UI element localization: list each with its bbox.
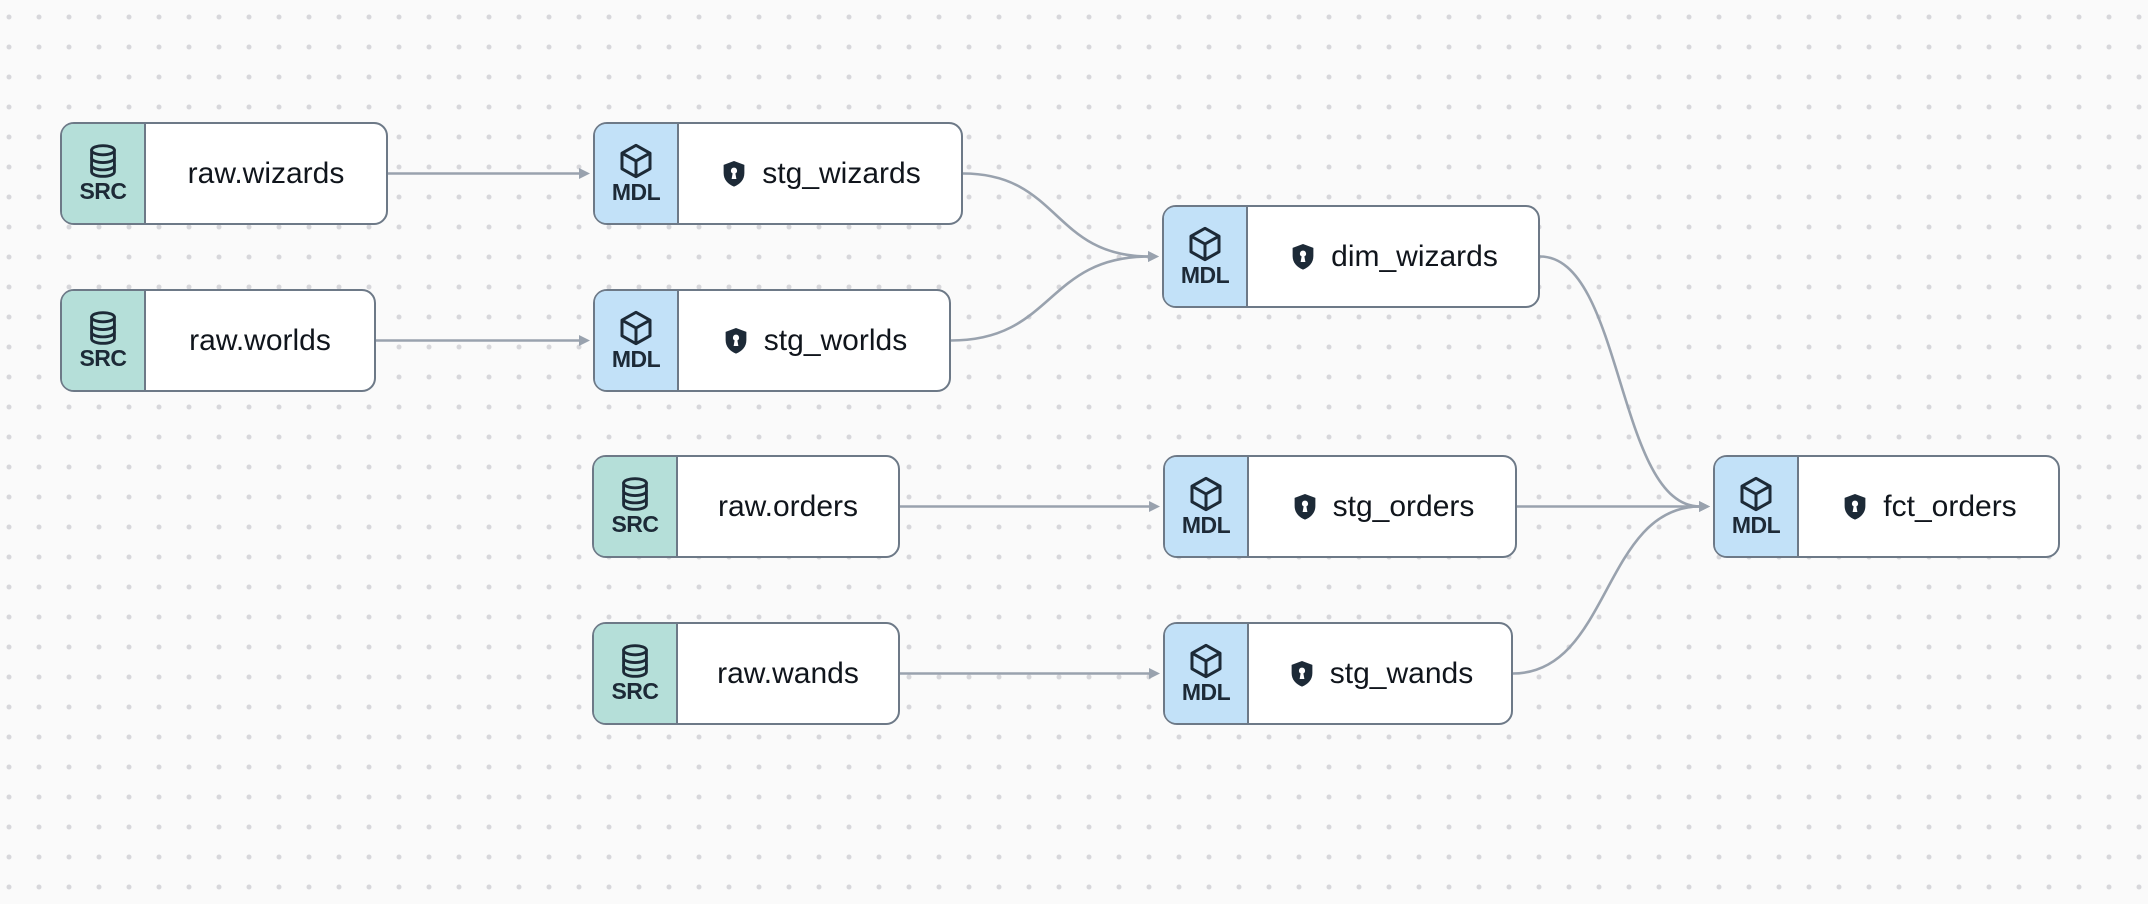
edge-arrowhead	[1699, 501, 1710, 512]
node-badge: MDL	[1165, 457, 1249, 556]
edge-stg-wizards-to-dim-wizards	[962, 172, 1150, 258]
node-body: raw.worlds	[146, 291, 374, 390]
node-badge: SRC	[594, 624, 678, 723]
node-badge: MDL	[1164, 207, 1248, 306]
node-body: stg_orders	[1249, 457, 1515, 556]
cube-icon	[616, 141, 656, 181]
shield-lock-icon	[1288, 241, 1318, 273]
edge-dim-wizards-to-fct-orders	[1539, 255, 1701, 508]
node-title: fct_orders	[1883, 489, 2017, 523]
node-title: stg_orders	[1332, 489, 1475, 523]
database-icon	[616, 475, 654, 513]
node-badge: MDL	[595, 291, 679, 390]
node-badge-label: MDL	[1181, 679, 1231, 705]
database-icon	[84, 142, 122, 180]
node-title: raw.wizards	[187, 156, 345, 190]
node-badge-label: MDL	[1181, 512, 1231, 538]
node-badge-label: SRC	[79, 178, 127, 204]
node-title: stg_wizards	[762, 156, 921, 190]
node-stg-orders[interactable]: MDL stg_orders	[1163, 455, 1517, 558]
edge-arrowhead	[1149, 501, 1160, 512]
edge-stg-wands-to-fct-orders	[1512, 505, 1701, 675]
cube-icon	[1186, 474, 1226, 514]
shield-lock-icon	[1290, 491, 1320, 523]
node-stg-worlds[interactable]: MDL stg_worlds	[593, 289, 951, 392]
cube-icon	[1736, 474, 1776, 514]
shield-lock-icon	[721, 325, 751, 357]
node-badge: SRC	[62, 124, 146, 223]
cube-icon	[1185, 224, 1225, 264]
node-title: raw.orders	[717, 489, 859, 523]
shield-lock-icon	[1287, 658, 1317, 690]
node-badge-label: MDL	[611, 346, 661, 372]
database-icon	[616, 642, 654, 680]
node-title: raw.wands	[717, 656, 859, 690]
node-badge-label: SRC	[611, 678, 659, 704]
node-fct-orders[interactable]: MDL fct_orders	[1713, 455, 2060, 558]
edge-arrowhead	[579, 335, 590, 346]
shield-lock-icon	[719, 158, 749, 190]
node-stg-wizards[interactable]: MDL stg_wizards	[593, 122, 963, 225]
node-badge-label: MDL	[611, 179, 661, 205]
shield-lock-icon	[1840, 491, 1870, 523]
cube-icon	[616, 308, 656, 348]
cube-icon	[1186, 641, 1226, 681]
node-raw-worlds[interactable]: SRC raw.worlds	[60, 289, 376, 392]
node-title: stg_worlds	[763, 323, 908, 357]
node-badge: SRC	[594, 457, 678, 556]
node-body: raw.wands	[678, 624, 898, 723]
node-badge-label: MDL	[1180, 262, 1230, 288]
node-body: raw.wizards	[146, 124, 386, 223]
node-body: stg_wizards	[679, 124, 961, 223]
node-body: raw.orders	[678, 457, 898, 556]
node-raw-orders[interactable]: SRC raw.orders	[592, 455, 900, 558]
edge-arrowhead	[579, 168, 590, 179]
node-raw-wizards[interactable]: SRC raw.wizards	[60, 122, 388, 225]
node-body: fct_orders	[1799, 457, 2058, 556]
node-stg-wands[interactable]: MDL stg_wands	[1163, 622, 1513, 725]
node-body: dim_wizards	[1248, 207, 1538, 306]
node-badge: MDL	[1715, 457, 1799, 556]
node-badge-label: SRC	[79, 345, 127, 371]
node-title: dim_wizards	[1331, 239, 1498, 273]
node-body: stg_worlds	[679, 291, 949, 390]
database-icon	[84, 309, 122, 347]
node-badge-label: MDL	[1731, 512, 1781, 538]
node-badge-label: SRC	[611, 511, 659, 537]
node-dim-wizards[interactable]: MDL dim_wizards	[1162, 205, 1540, 308]
node-badge: MDL	[595, 124, 679, 223]
node-raw-wands[interactable]: SRC raw.wands	[592, 622, 900, 725]
node-body: stg_wands	[1249, 624, 1511, 723]
edge-arrowhead	[1149, 668, 1160, 679]
edge-arrowhead	[1148, 251, 1159, 262]
edge-stg-worlds-to-dim-wizards	[950, 255, 1150, 342]
node-title: raw.worlds	[189, 323, 331, 357]
node-title: stg_wands	[1329, 656, 1474, 690]
node-badge: SRC	[62, 291, 146, 390]
node-badge: MDL	[1165, 624, 1249, 723]
